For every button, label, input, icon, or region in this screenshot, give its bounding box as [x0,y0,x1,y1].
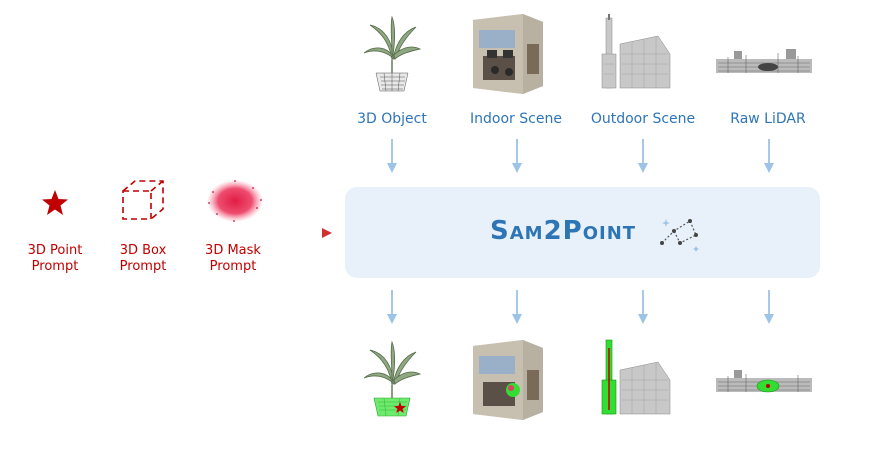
down-arrow [764,290,774,324]
down-arrow [638,139,648,173]
indoor-scene-thumbnail [473,14,543,94]
point-prompt-label: 3D Point Prompt [27,243,83,274]
down-arrow [387,290,397,324]
prompt-to-hub-arrow [278,228,332,238]
input-label-outdoor-scene: Outdoor Scene [590,111,696,127]
segmented-lidar-thumbnail [716,370,812,393]
down-arrow [512,139,522,173]
down-arrow [638,290,648,324]
mask-prompt-label: 3D Mask Prompt [205,243,261,274]
segmented-outdoor-thumbnail [601,339,671,415]
outdoor-scene-thumbnail [601,14,671,89]
box-prompt-icon [122,180,164,220]
segmented-plant-thumbnail [363,340,422,417]
hub-title: Sam2Point [490,216,637,246]
down-arrow [764,139,774,173]
box-prompt-label: 3D Box Prompt [119,243,167,274]
down-arrow [387,139,397,173]
segmented-indoor-thumbnail [473,340,543,420]
input-label-indoor-scene: Indoor Scene [470,111,562,127]
down-arrow [512,290,522,324]
plant-object-thumbnail [363,15,422,92]
input-label-raw-lidar: Raw LiDAR [730,111,806,127]
mask-prompt-icon [207,180,263,222]
star-icon [42,190,68,215]
lidar-thumbnail [716,49,812,73]
sam2point-hub [345,187,820,278]
constellation-icon [660,219,699,252]
input-label-3d-object: 3D Object [357,111,427,127]
